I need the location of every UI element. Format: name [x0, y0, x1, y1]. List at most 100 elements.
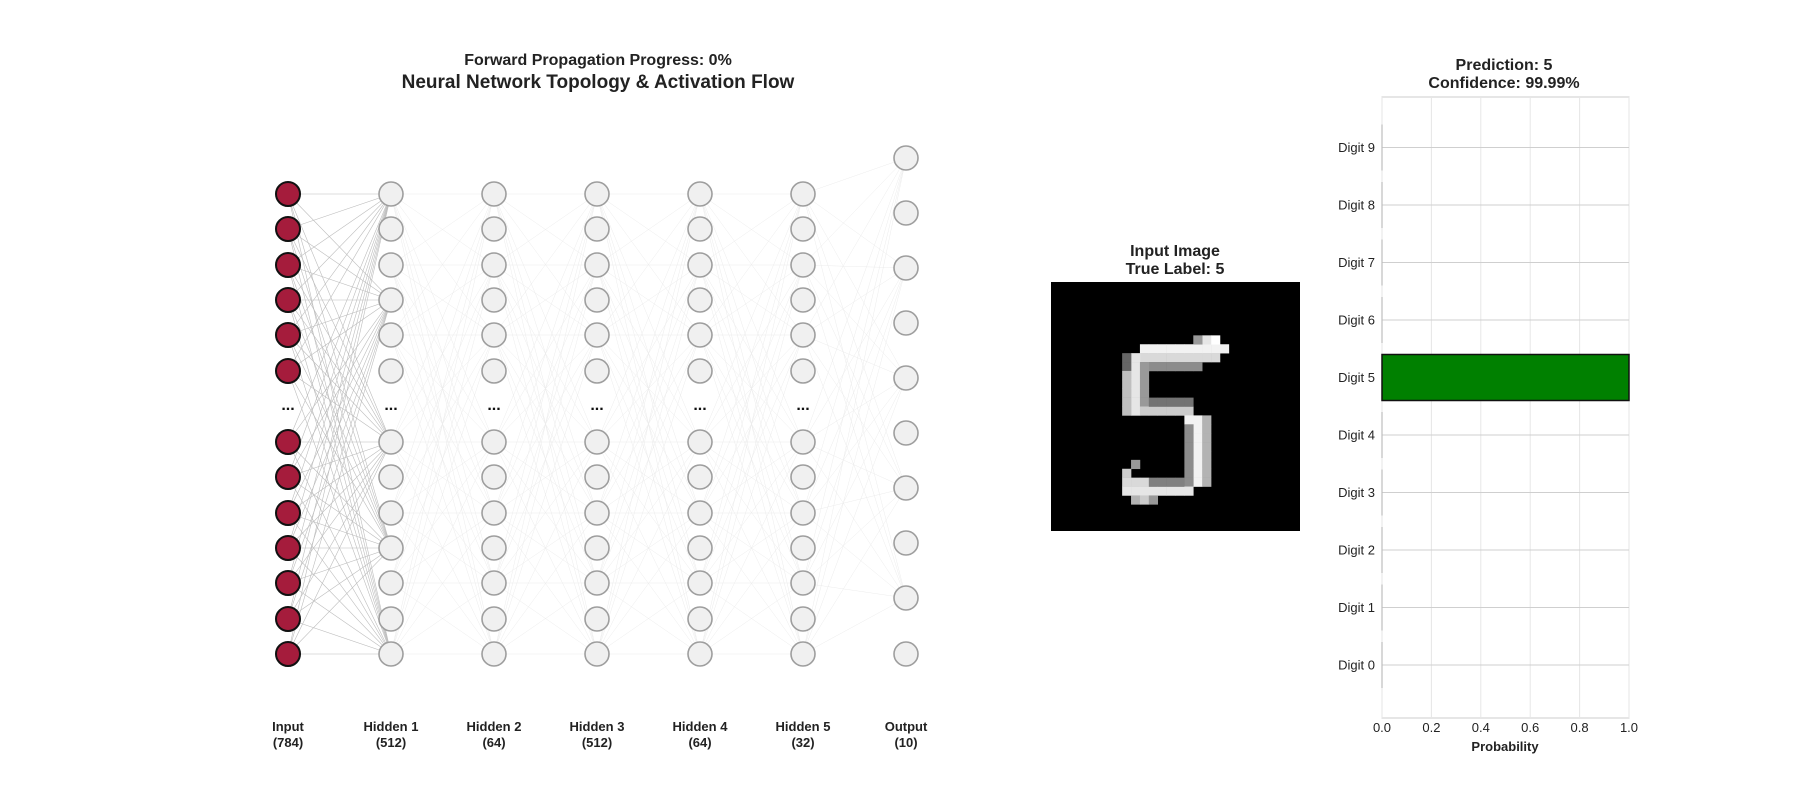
- digit-pixel: [1166, 362, 1176, 372]
- input-neuron-active: [275, 606, 301, 632]
- network-edge: [596, 193, 701, 443]
- y-tick-label: Digit 5: [1338, 370, 1375, 385]
- network-edge: [287, 547, 392, 620]
- neuron: [481, 252, 507, 278]
- y-tick-label: Digit 6: [1338, 313, 1375, 328]
- layer-name-label: Hidden 5: [776, 719, 831, 734]
- digit-pixel: [1166, 344, 1176, 354]
- network-edge: [390, 512, 495, 655]
- layer-ellipsis: ...: [384, 397, 397, 414]
- neuron: [378, 287, 404, 313]
- network-edge: [802, 264, 907, 269]
- x-tick-label: 0.4: [1472, 720, 1490, 735]
- y-tick-label: Digit 4: [1338, 428, 1375, 443]
- neuron: [481, 464, 507, 490]
- digit-pixel: [1122, 379, 1132, 390]
- neuron: [481, 570, 507, 596]
- neuron: [378, 429, 404, 455]
- digit-pixel: [1211, 335, 1221, 345]
- digit-pixel: [1202, 344, 1212, 354]
- neuron: [481, 216, 507, 242]
- digit-pixel: [1211, 353, 1221, 363]
- network-edge: [287, 193, 392, 301]
- digit-pixel: [1139, 362, 1150, 372]
- network-edge: [699, 334, 804, 655]
- prediction-panel: Prediction: 5 Confidence: 99.99% Digit 0…: [1338, 57, 1638, 754]
- network-edge: [390, 264, 495, 336]
- network-edge: [287, 299, 392, 584]
- network-edge: [802, 193, 907, 379]
- digit-pixel: [1219, 344, 1230, 354]
- network-edge: [802, 157, 907, 584]
- digit-pixel: [1139, 370, 1150, 381]
- digit-pixel: [1184, 362, 1194, 372]
- neuron: [378, 500, 404, 526]
- digit-pixel: [1131, 459, 1141, 470]
- neuron: [584, 252, 610, 278]
- digit-pixel: [1193, 450, 1203, 461]
- neuron: [687, 429, 713, 455]
- network-edge: [596, 193, 701, 655]
- layer-ellipsis: ...: [693, 397, 706, 414]
- digit-pixel: [1175, 486, 1185, 496]
- network-edge: [287, 334, 392, 655]
- network-edge: [802, 157, 907, 195]
- neuron: [893, 585, 919, 611]
- input-neuron-active: [275, 535, 301, 561]
- network-edge: [287, 441, 392, 620]
- layer-ellipsis: ...: [590, 397, 603, 414]
- network-edge: [287, 193, 392, 478]
- neuron: [790, 641, 816, 667]
- digit-pixel: [1166, 406, 1176, 416]
- layer-ellipsis: ...: [281, 397, 294, 414]
- network-edge: [596, 193, 701, 514]
- neuron: [378, 535, 404, 561]
- network-edge: [287, 547, 392, 584]
- digit-pixel: [1202, 353, 1212, 363]
- digit-pixel: [1184, 442, 1194, 452]
- digit-pixel: [1184, 424, 1194, 434]
- neuron: [790, 500, 816, 526]
- x-axis-label: Probability: [1471, 739, 1539, 754]
- digit-pixel: [1131, 353, 1141, 363]
- true-label-title: True Label: 5: [1126, 261, 1225, 278]
- neuron: [481, 181, 507, 207]
- network-edge: [802, 487, 907, 655]
- neuron: [584, 500, 610, 526]
- plot-area: [1381, 96, 1630, 719]
- digit-pixel: [1131, 397, 1141, 407]
- network-edge: [596, 334, 701, 655]
- chart-bars: [1381, 124, 1630, 688]
- neuron: [481, 287, 507, 313]
- digit-pixel: [1193, 442, 1203, 452]
- input-image-title: Input Image: [1130, 243, 1220, 260]
- digit-pixel: [1202, 450, 1212, 461]
- network-edge: [596, 441, 701, 655]
- layer-name-label: Output: [885, 719, 928, 734]
- digit-pixel: [1202, 424, 1212, 434]
- network-edge: [493, 193, 598, 514]
- network-edge: [699, 441, 804, 514]
- network-edge: [802, 334, 907, 489]
- network-edge: [493, 334, 598, 655]
- digit-pixel: [1175, 344, 1185, 354]
- layer-size-label: (512): [582, 735, 612, 750]
- digit-pixel: [1175, 353, 1185, 363]
- network-edge: [287, 193, 392, 443]
- y-tick-label: Digit 9: [1338, 140, 1375, 155]
- network-edge: [390, 334, 495, 655]
- digit-pixel: [1184, 433, 1194, 443]
- network-edge: [596, 264, 701, 655]
- neuron: [584, 287, 610, 313]
- neuron: [584, 535, 610, 561]
- x-tick-label: 0.8: [1571, 720, 1589, 735]
- network-panel: Forward Propagation Progress: 0% Neural …: [272, 52, 928, 750]
- digit-pixel: [1157, 344, 1167, 354]
- network-edge: [802, 582, 907, 599]
- neuron: [790, 216, 816, 242]
- network-edge: [596, 193, 701, 584]
- neuron: [790, 322, 816, 348]
- network-edge: [802, 264, 907, 379]
- neuron: [584, 570, 610, 596]
- x-tick-label: 0.6: [1521, 720, 1539, 735]
